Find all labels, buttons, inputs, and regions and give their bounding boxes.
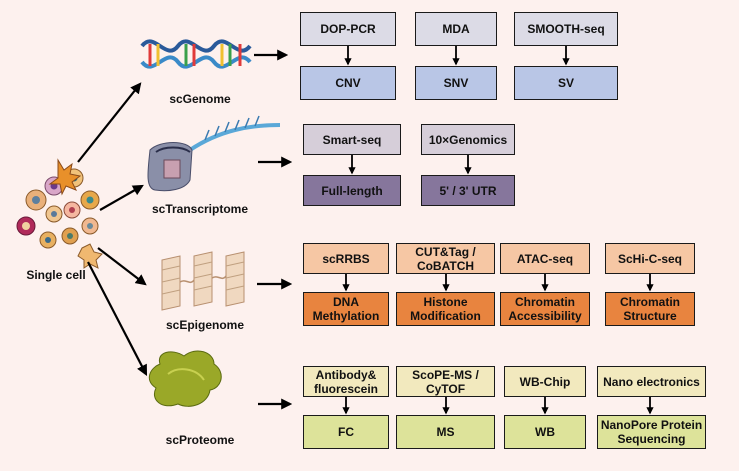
epigenome-output-chromatin-accessibility: Chromatin Accessibility: [500, 292, 590, 326]
omics-arrows: [254, 49, 293, 410]
transcriptome-method-10x-genomics: 10×Genomics: [421, 124, 515, 155]
proteome-method-nano-electronics: Nano electronics: [597, 366, 706, 397]
genome-output-snv: SNV: [415, 66, 497, 100]
proteome-output-wb: WB: [504, 415, 586, 449]
proteome-output-fc: FC: [303, 415, 389, 449]
single-cell-label: Single cell: [26, 268, 86, 282]
genome-output-sv: SV: [514, 66, 618, 100]
proteome-output-nanopore: NanoPore Protein Sequencing: [597, 415, 706, 449]
cell-cluster-icon: [16, 158, 103, 269]
sctranscriptome-label: scTranscriptome: [151, 202, 249, 216]
proteome-output-ms: MS: [396, 415, 495, 449]
epigenome-method-atac-seq: ATAC-seq: [500, 243, 590, 274]
epigenome-output-histone-modification: Histone Modification: [396, 292, 495, 326]
dna-helix-icon: [140, 39, 252, 69]
genome-method-mda: MDA: [415, 12, 497, 46]
method-output-arrows: [342, 46, 654, 415]
chromatin-icon: [161, 251, 245, 311]
scepigenome-label: scEpigenome: [165, 318, 245, 332]
branch-arrows: [77, 82, 148, 376]
transcriptome-output-full-length: Full-length: [303, 175, 401, 206]
epigenome-method-cut-tag: CUT&Tag / CoBATCH: [396, 243, 495, 274]
scgenome-label: scGenome: [169, 92, 231, 106]
proteome-method-wb-chip: WB-Chip: [504, 366, 586, 397]
epigenome-output-chromatin-structure: Chromatin Structure: [605, 292, 695, 326]
epigenome-output-dna-methylation: DNA Methylation: [303, 292, 389, 326]
scproteome-label: scProteome: [165, 433, 235, 447]
epigenome-method-scrrbs: scRRBS: [303, 243, 389, 274]
epigenome-method-schi-c-seq: ScHi-C-seq: [605, 243, 695, 274]
transcriptome-method-smart-seq: Smart-seq: [303, 124, 401, 155]
protein-icon: [148, 350, 222, 407]
proteome-method-scope-ms: ScoPE-MS / CyTOF: [396, 366, 495, 397]
genome-output-cnv: CNV: [300, 66, 396, 100]
transcriptome-output-utr: 5' / 3' UTR: [421, 175, 515, 206]
proteome-method-antibody: Antibody& fluorescein: [303, 366, 389, 397]
genome-method-smooth-seq: SMOOTH-seq: [514, 12, 618, 46]
genome-method-dop-pcr: DOP-PCR: [300, 12, 396, 46]
ribosome-mrna-icon: [147, 115, 281, 192]
